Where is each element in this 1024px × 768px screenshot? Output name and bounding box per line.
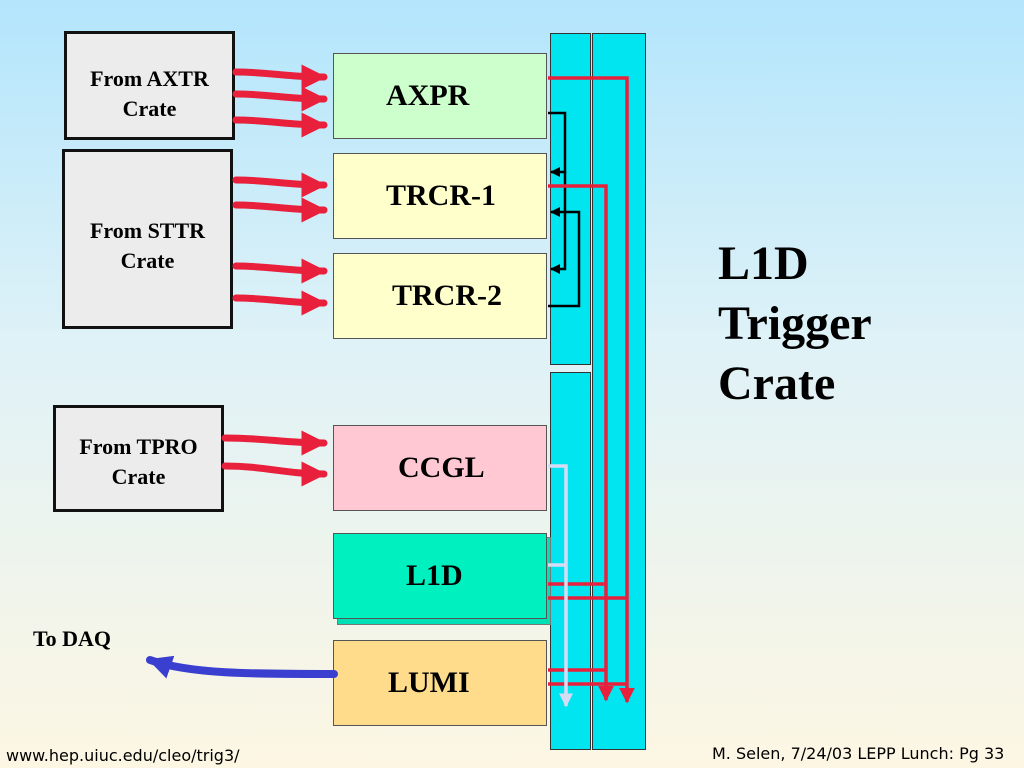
arrow-sttr-2	[232, 197, 328, 223]
crate-interconnect-red	[548, 76, 635, 704]
to-daq-label: To DAQ	[33, 626, 112, 651]
arrow-lumi-to-daq	[146, 655, 338, 679]
module-trcr-1: TRCR-1	[333, 153, 547, 239]
module-l1d-label: L1D	[406, 559, 463, 592]
link-axpr-trcr1	[548, 111, 567, 177]
module-trcr-2: TRCR-2	[333, 253, 547, 339]
arrow-tpro-1	[221, 430, 328, 456]
bus-left-upper	[550, 33, 591, 365]
footer-credit: M. Selen, 7/24/03 LEPP Lunch: Pg 33	[712, 744, 1005, 763]
module-l1d: L1D	[333, 533, 547, 619]
arrows-tpro-to-ccgl	[221, 430, 328, 487]
footer-url: www.hep.uiuc.edu/cleo/trig3/	[6, 746, 240, 765]
arrow-tpro-2	[221, 461, 328, 487]
module-trcr-1-label: TRCR-1	[386, 179, 496, 212]
arrow-sttr-1	[232, 172, 328, 198]
bus-left-lower	[550, 372, 591, 750]
source-sttr-label: From STTR Crate	[89, 218, 206, 273]
source-axtr-crate: From AXTR Crate	[64, 31, 235, 140]
module-lumi: LUMI	[333, 640, 547, 726]
title-line-3: Crate	[718, 357, 836, 410]
arrow-sttr-4	[232, 290, 328, 316]
module-axpr-label: AXPR	[386, 79, 470, 112]
crate-interconnect-black	[548, 111, 581, 308]
module-ccgl: CCGL	[333, 425, 547, 511]
arrows-axtr-to-axpr	[232, 64, 328, 138]
bus-right	[592, 33, 646, 750]
module-trcr-2-label: TRCR-2	[392, 279, 502, 312]
title-line-2: Trigger	[718, 297, 872, 350]
title-line-1: L1D	[718, 237, 809, 290]
ccgl-bus-line	[548, 464, 573, 708]
arrows-sttr-to-trcr	[232, 172, 328, 316]
module-axpr: AXPR	[333, 53, 547, 139]
module-lumi-label: LUMI	[388, 666, 470, 699]
module-ccgl-label: CCGL	[398, 451, 485, 484]
link-trcr1-trcr2	[550, 172, 567, 274]
link-trcr2-trcr1	[548, 207, 581, 308]
source-tpro-crate: From TPRO Crate	[53, 405, 224, 512]
arrow-axtr-2	[232, 86, 328, 112]
source-sttr-crate: From STTR Crate	[62, 149, 233, 329]
bus-line-axpr	[548, 76, 635, 704]
arrow-axtr-3	[232, 112, 328, 138]
bus-line-trcr1	[548, 184, 614, 702]
source-axtr-label: From AXTR Crate	[90, 66, 209, 121]
source-tpro-label: From TPRO Crate	[79, 434, 198, 489]
arrow-axtr-1	[232, 64, 328, 90]
arrow-sttr-3	[232, 258, 328, 284]
